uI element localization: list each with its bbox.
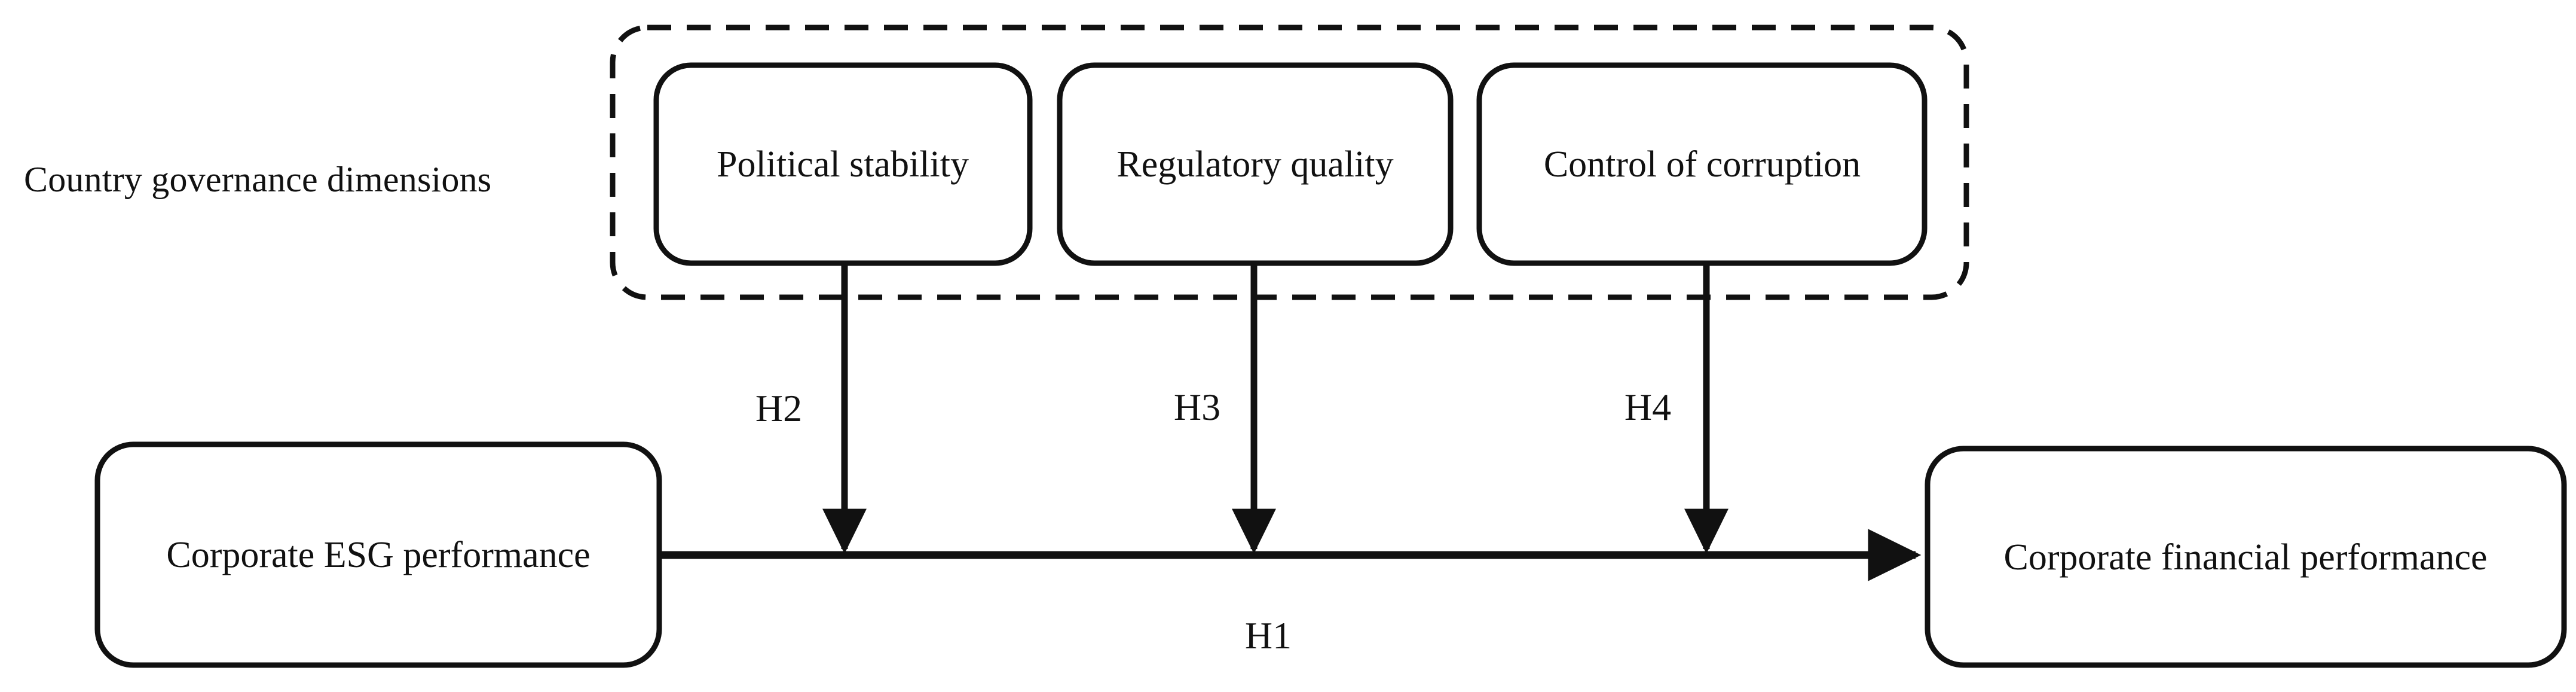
edge-label-h1: H1: [1244, 614, 1292, 657]
edge-label-h2: H2: [755, 387, 803, 429]
node-label-corporate-esg-performance: Corporate ESG performance: [166, 535, 591, 575]
edge-label-h3: H3: [1173, 386, 1221, 428]
node-box-corporate-financial-performance[interactable]: [1925, 446, 2567, 668]
node-label-political-stability: Political stability: [717, 144, 969, 185]
node-label-corporate-financial-performance: Corporate financial performance: [2003, 537, 2488, 578]
governance-group-label: Country governance dimensions: [24, 160, 492, 199]
node-label-regulatory-quality: Regulatory quality: [1116, 144, 1394, 185]
node-label-control-of-corruption: Control of corruption: [1543, 144, 1861, 185]
node-box-control-of-corruption[interactable]: [1476, 62, 1928, 266]
edge-label-h4: H4: [1624, 386, 1672, 428]
governance-group-container: [610, 25, 1969, 300]
